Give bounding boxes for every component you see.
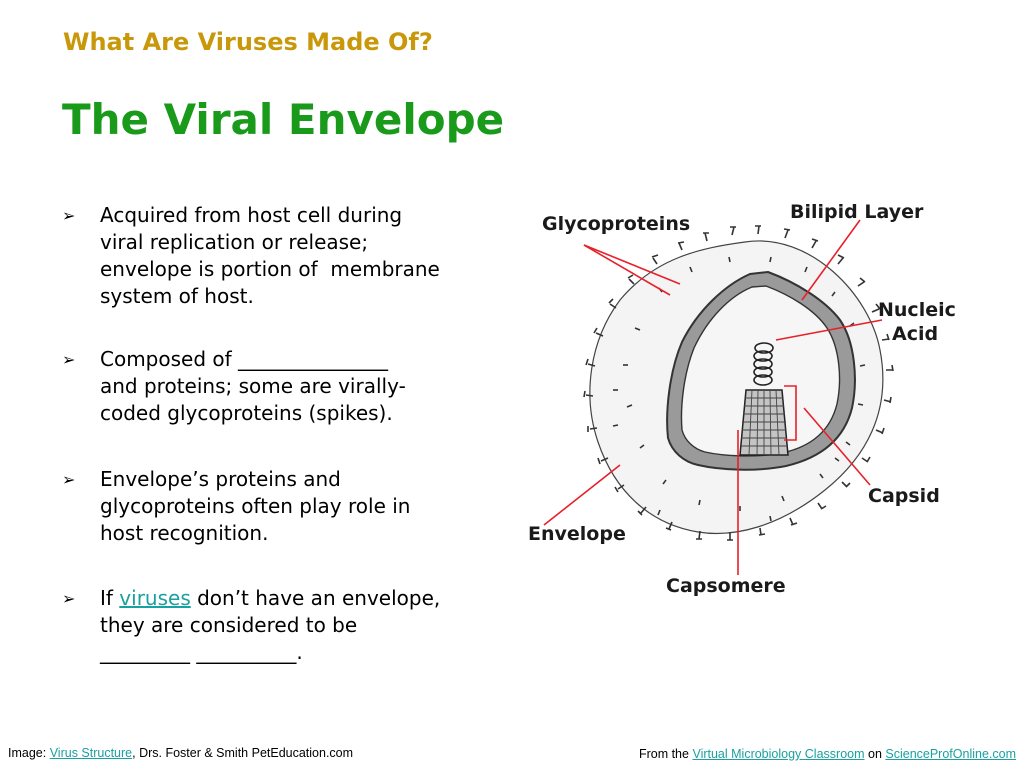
bullet-list: ➢ Acquired from host cell during viral r… — [62, 202, 472, 666]
bilipid-layer-label: Bilipid Layer — [790, 201, 924, 223]
virus-structure-link[interactable]: Virus Structure — [49, 746, 133, 760]
bullet-text-line: system of host. — [100, 284, 254, 308]
arrow-bullet-icon: ➢ — [62, 589, 76, 608]
virtual-microbiology-classroom-link[interactable]: Virtual Microbiology Classroom — [692, 747, 865, 761]
bullet-text-segment: don’t have an envelope, — [190, 586, 441, 610]
bullet-item-envelope-origin: ➢ Acquired from host cell during viral r… — [62, 202, 472, 310]
credit-suffix: , Drs. Foster & Smith PetEducation.com — [132, 746, 354, 760]
nucleic-acid-coil — [753, 342, 774, 386]
arrow-bullet-icon: ➢ — [62, 470, 76, 489]
bullet-text-segment: If — [100, 586, 120, 610]
bullet-item-composition: ➢ Composed of _______________ and protei… — [62, 346, 472, 427]
arrow-bullet-icon: ➢ — [62, 206, 76, 225]
slide-title: The Viral Envelope — [62, 95, 505, 144]
bullet-text-line: Composed of _______________ — [100, 347, 389, 371]
leader-lines — [543, 219, 883, 575]
bullet-text-line: host recognition. — [100, 521, 269, 545]
capsid-label: Capsid — [868, 485, 940, 507]
scienceprofonline-link[interactable]: ScienceProfOnline.com — [885, 747, 1016, 761]
source-credit: From the Virtual Microbiology Classroom … — [639, 747, 1016, 761]
nucleic-acid-label-line2: Acid — [892, 323, 938, 345]
bullet-text-line: Acquired from host cell during — [100, 203, 403, 227]
bullet-text-line: viral replication or release; — [100, 230, 369, 254]
slide-subtitle: What Are Viruses Made Of? — [63, 28, 433, 56]
bullet-text-line: Envelope’s proteins and — [100, 467, 341, 491]
nucleic-acid-label: Nucleic — [878, 299, 956, 321]
bullet-text-line: and proteins; some are virally- — [100, 374, 406, 398]
bullet-text-line: glycoproteins often play role in — [100, 494, 411, 518]
viral-interior — [680, 285, 841, 457]
bullet-text-line: If viruses don’t have an envelope, — [100, 585, 472, 612]
glycoproteins-label: Glycoproteins — [542, 213, 690, 235]
viruses-link[interactable]: viruses — [119, 586, 191, 610]
credit-prefix: Image: — [8, 746, 50, 760]
glycoprotein-spikes — [583, 225, 894, 541]
bullet-text-line: they are considered to be — [100, 613, 358, 637]
bullet-text-line: coded glycoproteins (spikes). — [100, 401, 393, 425]
bullet-text-line: envelope is portion of membrane — [100, 257, 440, 281]
arrow-bullet-icon: ➢ — [62, 350, 76, 369]
bullet-item-host-recognition: ➢ Envelope’s proteins and glycoproteins … — [62, 466, 472, 547]
source-mid: on — [864, 747, 886, 761]
capsid-shape — [739, 389, 789, 456]
capsomere-label: Capsomere — [666, 575, 786, 597]
bullet-item-no-envelope: ➢ If viruses don’t have an envelope, the… — [62, 585, 472, 666]
virus-diagram-image: Glycoproteins Bilipid Layer Nucleic Acid… — [528, 201, 956, 597]
envelope-label: Envelope — [528, 523, 626, 545]
bullet-text-line: _________ __________. — [100, 640, 303, 664]
source-prefix: From the — [638, 747, 693, 761]
image-credit: Image: Virus Structure, Drs. Foster & Sm… — [8, 746, 353, 760]
